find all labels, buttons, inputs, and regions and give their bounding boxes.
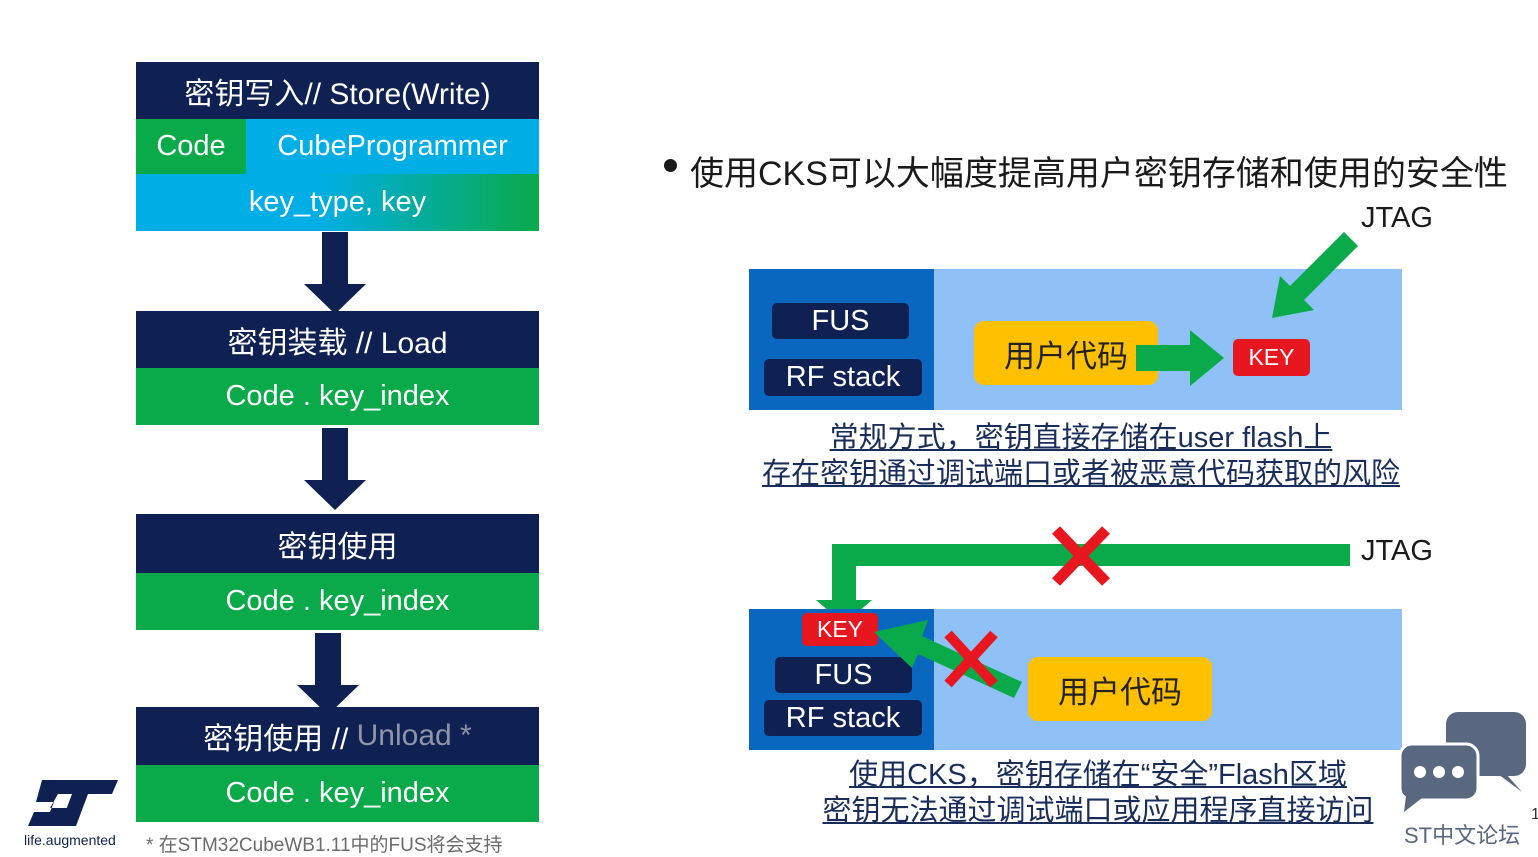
bottom-jtag-label: JTAG (1361, 535, 1433, 567)
bottom-key-chip: KEY (802, 613, 878, 646)
footnote: * 在STM32CubeWB1.11中的FUS将会支持 (146, 835, 503, 856)
bottom-caption: 使用CKS，密钥存储在“安全”Flash区域 密钥无法通过调试端口或应用程序直接… (740, 757, 1456, 829)
bottom-caption-line2: 密钥无法通过调试端口或应用程序直接访问 (822, 795, 1374, 827)
top-jtag-label: JTAG (1361, 202, 1433, 234)
step4-title-unload: Unload * (356, 719, 472, 752)
blocked-x-icon (1052, 526, 1110, 586)
bottom-fus-chip: FUS (775, 657, 912, 693)
bottom-user-code: 用户代码 (1028, 657, 1212, 721)
bullet-text: 使用CKS可以大幅度提高用户密钥存储和使用的安全性 (690, 155, 1508, 193)
blocked-x-icon (944, 630, 998, 688)
jtag-path-arrow-icon (816, 544, 1350, 624)
step1-tool-cell: CubeProgrammer (246, 119, 539, 174)
top-caption: 常规方式，密钥直接存储在user flash上 存在密钥通过调试端口或者被恶意代… (730, 420, 1432, 492)
top-rf-chip: RF stack (764, 359, 922, 396)
step3-title: 密钥使用 (136, 514, 539, 573)
diagonal-arrow-icon (1272, 232, 1358, 318)
step2-title: 密钥装载 // Load (136, 311, 539, 368)
forum-label: ST中文论坛 (1404, 823, 1521, 848)
step1-code-cell: Code (136, 119, 246, 174)
right-arrow-icon (1136, 330, 1224, 386)
top-key-chip: KEY (1233, 339, 1310, 376)
bottom-rf-chip: RF stack (764, 700, 922, 736)
step1-params: key_type, key (136, 174, 539, 231)
top-caption-line2: 存在密钥通过调试端口或者被恶意代码获取的风险 (761, 458, 1400, 490)
down-arrow-icon (304, 232, 366, 314)
top-fus-chip: FUS (772, 303, 909, 339)
top-caption-line1: 常规方式，密钥直接存储在user flash上 (829, 422, 1333, 454)
step1-title: 密钥写入// Store(Write) (136, 62, 539, 119)
logo-tagline: life.augmented (24, 832, 116, 848)
down-arrow-icon (297, 633, 359, 715)
step3-params: Code . key_index (136, 573, 539, 630)
down-arrow-icon (304, 428, 366, 510)
chat-bubbles-icon (1398, 712, 1526, 812)
bottom-caption-line1: 使用CKS，密钥存储在“安全”Flash区域 (849, 759, 1347, 791)
bullet-dot (664, 159, 677, 172)
page-number: 1 (1531, 806, 1538, 823)
st-logo-icon (28, 780, 118, 826)
step2-params: Code . key_index (136, 368, 539, 425)
step4-params: Code . key_index (136, 765, 539, 822)
top-user-code: 用户代码 (974, 321, 1158, 385)
step4-title: 密钥使用 // Unload * (136, 707, 539, 765)
step4-title-prefix: 密钥使用 // (203, 723, 357, 756)
